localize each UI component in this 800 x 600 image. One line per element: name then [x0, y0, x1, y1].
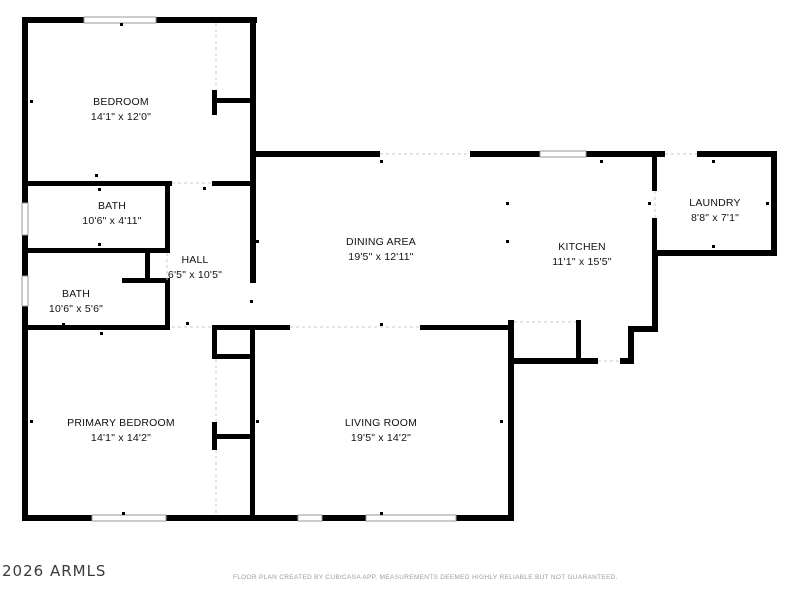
wall — [250, 151, 380, 157]
room-dimensions: 10'6" x 4'11" — [82, 215, 142, 227]
wall — [697, 151, 777, 157]
tick-mark — [30, 420, 33, 423]
tick-mark — [648, 202, 651, 205]
tick-mark — [186, 322, 189, 325]
tick-mark — [256, 420, 259, 423]
tick-mark — [712, 245, 715, 248]
room-dimensions: 14'1" x 12'0" — [90, 111, 152, 123]
wall — [212, 325, 256, 330]
wall — [628, 326, 634, 364]
wall — [576, 320, 581, 362]
wall — [620, 358, 634, 364]
wall — [652, 250, 777, 256]
wall — [508, 358, 598, 364]
wall — [165, 181, 170, 253]
wall — [508, 358, 514, 521]
room-label-hall: HALL 6'5" x 10'5" — [168, 253, 222, 283]
tick-mark — [500, 420, 503, 423]
wall — [212, 434, 254, 439]
tick-mark — [98, 243, 101, 246]
tick-mark — [203, 187, 206, 190]
window — [297, 514, 323, 522]
room-label-living-room: LIVING ROOM 19'5" x 14'2" — [345, 416, 417, 446]
room-dimensions: 6'5" x 10'5" — [167, 269, 223, 281]
wall — [212, 325, 217, 358]
copyright-watermark: 2026 ARMLS — [2, 562, 107, 580]
tick-mark — [766, 202, 769, 205]
window — [83, 16, 157, 24]
wall — [212, 98, 254, 103]
room-name: BATH — [61, 288, 91, 300]
tick-mark — [506, 240, 509, 243]
room-name: LAUNDRY — [689, 197, 741, 209]
tick-mark — [380, 512, 383, 515]
wall — [420, 325, 514, 330]
wall — [652, 250, 658, 332]
tick-mark — [62, 323, 65, 326]
wall — [22, 181, 172, 186]
room-name: BEDROOM — [93, 96, 149, 108]
tick-mark — [98, 188, 101, 191]
wall — [508, 320, 514, 364]
tick-mark — [380, 160, 383, 163]
room-name: HALL — [181, 254, 209, 266]
wall — [212, 354, 254, 359]
wall — [122, 278, 170, 283]
tick-mark — [95, 174, 98, 177]
room-label-kitchen: KITCHEN 11'1" x 15'5" — [552, 240, 611, 270]
room-name: DINING AREA — [346, 236, 416, 248]
window — [91, 514, 167, 522]
wall — [22, 248, 170, 253]
tick-mark — [712, 160, 715, 163]
tick-mark — [506, 202, 509, 205]
wall — [22, 325, 170, 330]
wall — [22, 17, 28, 521]
room-dimensions: 19'5" x 12'11" — [348, 251, 414, 263]
wall — [165, 280, 170, 330]
room-name: KITCHEN — [558, 241, 606, 253]
room-dimensions: 10'6" x 5'6" — [48, 303, 104, 315]
room-name: BATH — [97, 200, 127, 212]
wall — [250, 325, 255, 521]
tick-mark — [256, 240, 259, 243]
room-label-bath-1: BATH 10'6" x 4'11" — [82, 199, 141, 229]
room-label-primary-bedroom: PRIMARY BEDROOM 14'1" x 14'2" — [67, 416, 175, 446]
room-dimensions: 14'1" x 14'2" — [90, 432, 152, 444]
wall — [250, 325, 290, 330]
wall — [145, 248, 150, 280]
tick-mark — [250, 300, 253, 303]
room-name: PRIMARY BEDROOM — [67, 417, 175, 429]
tick-mark — [380, 323, 383, 326]
wall — [652, 218, 657, 256]
room-dimensions: 19'5" x 14'2" — [350, 432, 412, 444]
room-name: LIVING ROOM — [344, 417, 418, 429]
wall — [771, 151, 777, 256]
room-label-bath-2: BATH 10'6" x 5'6" — [49, 287, 103, 317]
wall — [628, 326, 658, 332]
window — [21, 202, 29, 236]
room-dimensions: 8'8" x 7'1" — [690, 212, 740, 224]
window — [365, 514, 457, 522]
room-dimensions: 11'1" x 15'5" — [552, 256, 612, 268]
wall — [250, 181, 256, 283]
room-label-dining-area: DINING AREA 19'5" x 12'11" — [346, 235, 416, 265]
disclaimer-text: FLOOR PLAN CREATED BY CUBICASA APP. MEAS… — [233, 574, 618, 581]
wall — [652, 151, 657, 191]
wall — [212, 181, 256, 186]
tick-mark — [122, 512, 125, 515]
tick-mark — [100, 332, 103, 335]
tick-mark — [30, 100, 33, 103]
window — [21, 275, 29, 307]
window — [539, 150, 587, 158]
room-label-laundry: LAUNDRY 8'8" x 7'1" — [689, 196, 740, 226]
tick-mark — [120, 23, 123, 26]
room-label-bedroom: BEDROOM 14'1" x 12'0" — [91, 95, 151, 125]
wall — [655, 151, 665, 157]
tick-mark — [600, 160, 603, 163]
